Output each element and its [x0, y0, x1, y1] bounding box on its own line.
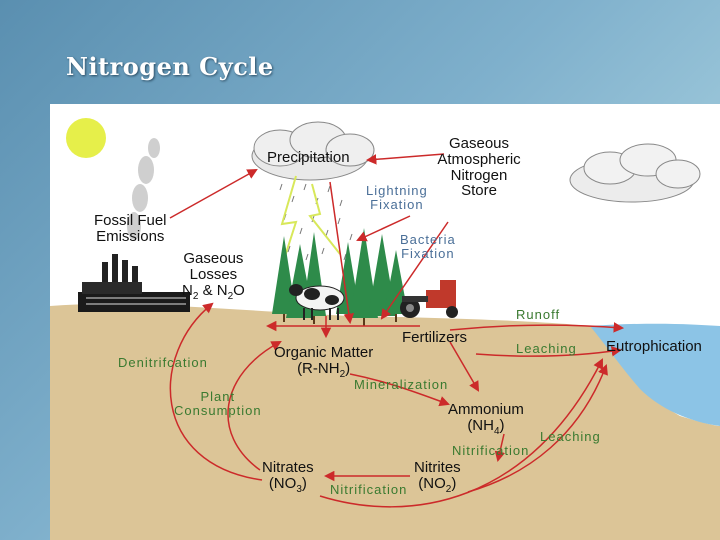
label-mineralization: Mineralization [354, 377, 449, 392]
soil-ground [50, 304, 720, 540]
label-ammonium-line1: Ammonium [448, 401, 524, 418]
label-atmospheric-line3: Nitrogen [450, 166, 508, 184]
label-nitrates-line1: Nitrates [262, 459, 314, 476]
arrow-leaching-top [475, 346, 623, 357]
sun-icon [66, 118, 106, 158]
label-fertilizers: Fertilizers [402, 329, 468, 346]
arrow-plant-consumption [227, 341, 282, 471]
label-nitrites-line1: Nitrites [414, 459, 461, 476]
diagram-artwork [50, 118, 720, 540]
label-organic-matter: Organic Matter (R-NH2) [274, 345, 373, 380]
label-fossil-line1: Fossil Fuel [94, 212, 167, 229]
label-nitrites: Nitrites (NO2) [414, 460, 461, 495]
arrow-runoff [449, 322, 625, 333]
factory-icon [78, 254, 190, 312]
cow-icon [289, 284, 345, 320]
tractor-icon [400, 280, 458, 318]
arrow-leaching-right [467, 364, 608, 493]
label-ammonium-formula: (NH4) [467, 416, 505, 437]
water-body [590, 323, 720, 426]
arrow-lightning [356, 215, 411, 242]
label-bacteria-line1: Bacteria [400, 232, 456, 247]
label-atmospheric-line1: Gaseous [448, 135, 510, 152]
label-lightning-fixation: Lightning Fixation [366, 184, 428, 211]
label-runoff: Runoff [516, 307, 561, 322]
label-nitrates: Nitrates (NO3) [262, 460, 314, 495]
label-nitrites-formula: (NO2) [418, 474, 457, 495]
label-organic-line1: Organic Matter [274, 344, 374, 361]
label-eutrophication: Eutrophication [606, 338, 702, 355]
label-plant-line1: Plant [200, 389, 236, 404]
label-denitrification: Denitrifcation [118, 355, 208, 370]
label-nitrification-right: Nitrification [452, 443, 530, 458]
arrow-mineralization [349, 373, 450, 407]
label-leaching-top: Leaching [516, 341, 577, 356]
arrow-emissions-to-precip [169, 168, 258, 219]
label-gaseous-formula: N2 & N2O [182, 281, 245, 302]
label-gaseous-line1: Gaseous [183, 250, 244, 267]
label-nitrification-bottom: Nitrification [330, 482, 408, 497]
arrow-fert-to-ammonium [449, 341, 480, 392]
label-lightning-line1: Lightning [366, 183, 428, 198]
label-nitrates-formula: (NO3) [268, 474, 307, 495]
arrow-denitrification [169, 302, 263, 481]
label-atmospheric-line4: Store [461, 182, 497, 200]
smoke-plume [127, 138, 160, 240]
label-gaseous-line2: Losses [189, 265, 238, 283]
label-fossil-fuel-emissions: Fossil Fuel Emissions [94, 213, 167, 245]
arrow-bacteria [380, 221, 449, 320]
label-bacteria-fixation: Bacteria Fixation [400, 233, 456, 260]
arrow-atmos-to-precip [365, 153, 445, 165]
label-gaseous-losses: Gaseous Losses N2 & N2O [182, 251, 245, 302]
label-atmospheric-line2: Atmospheric [437, 150, 521, 168]
label-organic-formula: (R-NH2) [297, 359, 351, 380]
arrow-precip-down [329, 181, 355, 325]
nitrogen-cycle-diagram: Precipitation Gaseous Atmospheric Nitrog… [50, 104, 720, 540]
label-lightning-line2: Fixation [370, 196, 424, 212]
label-fossil-line2: Emissions [96, 227, 165, 245]
slide-title: Nitrogen Cycle [66, 52, 274, 81]
label-precipitation: Precipitation [267, 149, 350, 166]
label-bacteria-line2: Fixation [401, 245, 455, 261]
label-leaching-right: Leaching [540, 429, 601, 444]
arrow-nitrates-bottom [319, 358, 603, 508]
cloud-icon [569, 143, 701, 203]
label-plant-consumption: Plant Consumption [174, 390, 262, 417]
label-plant-line2: Consumption [174, 402, 262, 418]
lightning-bolt [279, 175, 341, 273]
label-ammonium: Ammonium (NH4) [448, 402, 524, 437]
label-atmospheric-nitrogen: Gaseous Atmospheric Nitrogen Store [432, 136, 526, 199]
arrow-ammonium-to-nitrites [494, 433, 506, 463]
